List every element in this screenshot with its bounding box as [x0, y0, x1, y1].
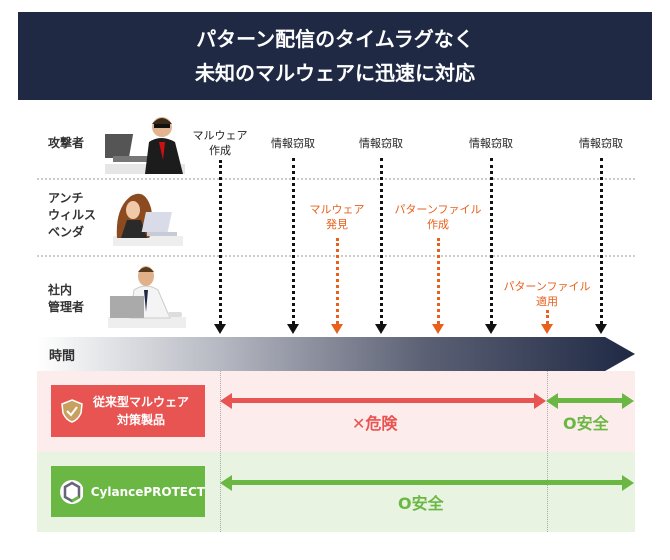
arrow-down-icon: [595, 324, 607, 334]
event-malware-created: マルウェア作成: [192, 129, 248, 157]
danger-status: ✕危険: [352, 414, 398, 433]
danger-span-arrow: [220, 392, 546, 409]
event-arrow-line: [380, 158, 383, 324]
actor-vendor-label: アンチウィルスベンダ: [48, 191, 97, 239]
cylance-safe-status: O安全: [398, 494, 444, 513]
timeline-label: 時間: [49, 349, 76, 364]
title-line-2: 未知のマルウェアに迅速に対応: [195, 61, 475, 85]
event-malware-discovered: マルウェア発見: [309, 203, 365, 231]
arrow-down-icon: [331, 324, 343, 334]
title-banner: パターン配信のタイムラグなく 未知のマルウェアに迅速に対応: [18, 12, 652, 100]
event-info-theft: 情報窃取: [469, 137, 513, 150]
cylance-logo-icon: [60, 479, 83, 504]
event-pattern-file-created: パターンファイル作成: [394, 203, 482, 231]
arrow-down-icon: [287, 324, 299, 334]
event-arrow-line: [490, 158, 493, 324]
cylance-product-label: CylancePROTECT: [51, 466, 205, 517]
arrow-down-icon: [485, 324, 497, 334]
actor-attacker-label: 攻撃者: [48, 136, 85, 150]
guide-line: [220, 371, 221, 532]
arrow-down-icon: [375, 324, 387, 334]
event-info-theft: 情報窃取: [359, 137, 403, 150]
event-arrow-line: [219, 160, 222, 324]
vendor-illustration-icon: [113, 193, 183, 246]
event-info-theft: 情報窃取: [579, 137, 623, 150]
admin-illustration-icon: [108, 266, 186, 328]
event-info-theft: 情報窃取: [271, 137, 315, 150]
safe-status: O安全: [563, 414, 609, 433]
safe-span-arrow: [546, 392, 634, 409]
actor-admin-label: 社内管理者: [48, 283, 85, 314]
event-arrow-line: [437, 238, 440, 324]
event-arrow-line: [600, 158, 603, 324]
arrow-down-icon: [541, 324, 553, 334]
arrow-down-icon: [432, 324, 444, 334]
title-line-1: パターン配信のタイムラグなく: [196, 27, 474, 51]
event-pattern-file-applied: パターンファイル適用: [503, 280, 591, 308]
row-divider: [37, 178, 635, 180]
guide-line: [547, 371, 548, 532]
shield-check-icon: [61, 399, 83, 423]
event-arrow-line: [292, 158, 295, 324]
event-arrow-line: [336, 238, 339, 324]
timeline-arrow: 時間: [37, 337, 635, 371]
attacker-illustration-icon: [105, 117, 185, 174]
legacy-product-label: 従来型マルウェア対策製品: [51, 385, 205, 437]
arrow-down-icon: [214, 324, 226, 334]
event-arrow-line: [546, 310, 549, 324]
cylance-safe-span-arrow: [220, 474, 634, 491]
